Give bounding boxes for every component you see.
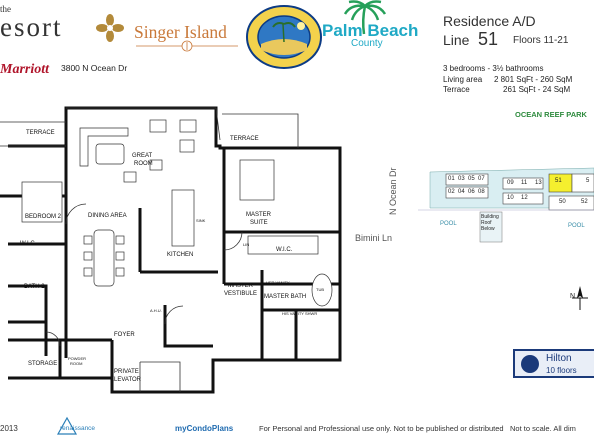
room-private-elevator-1: PRIVATE <box>114 369 139 375</box>
singer-island-logo: Singer Island <box>134 18 240 56</box>
palm-beach-title: Palm Beach <box>322 21 419 40</box>
unit-label: 10 <box>507 195 514 201</box>
palm-beach-county-logo: Palm Beach County <box>322 0 418 62</box>
floors-range: Floors 11-21 <box>513 35 569 46</box>
room-bedroom2: BEDROOM 2 <box>25 214 62 220</box>
unit-label: 07 <box>478 176 485 182</box>
street-bimini-ln: Bimini Ln <box>355 233 393 243</box>
room-wic-right: W.I.C. <box>276 247 293 253</box>
compass-north-label: N <box>570 293 576 300</box>
renaissance-logo-text: renaissance <box>60 425 96 432</box>
living-area-label: Living area <box>443 75 483 84</box>
pool-label: POOL <box>440 221 457 227</box>
bedrooms-count: 3 bedrooms - 3½ bathrooms <box>443 64 544 73</box>
compass-icon: N <box>566 284 594 314</box>
street-n-ocean-dr: N Ocean Dr <box>388 167 398 215</box>
pool-label: POOL <box>568 223 585 229</box>
unit-label: 09 <box>507 180 514 186</box>
copyright-year: 2013 <box>0 424 18 433</box>
room-terrace-right: TERRACE <box>230 136 259 142</box>
mycondoplans-link[interactable]: myCondoPlans <box>175 424 234 433</box>
resort-logo-the: the <box>0 4 11 14</box>
ocean-reef-park-label: OCEAN REEF PARK <box>515 110 587 119</box>
room-tub: TUB <box>316 287 324 292</box>
room-terrace-left: TERRACE <box>26 130 55 136</box>
room-sink: SINK <box>196 218 206 223</box>
room-great-room-1: GREAT <box>132 153 153 159</box>
hilton-floors: 10 floors <box>546 366 577 375</box>
room-kitchen: KITCHEN <box>167 252 193 258</box>
unit-label: 04 <box>458 189 465 195</box>
line-number: 51 <box>478 29 499 49</box>
unit-label: 02 <box>448 189 455 195</box>
room-ahu: A.H.U. <box>150 308 162 313</box>
room-master-suite-1: MASTER <box>246 212 272 218</box>
room-bath2: BATH 2 <box>24 284 45 290</box>
marriott-logo: Marriott <box>0 60 49 78</box>
room-master-vestibule-1: MASTER <box>228 283 254 289</box>
room-labels: TERRACE TERRACE GREAT ROOM BEDROOM 2 DIN… <box>20 130 324 383</box>
unit-label: 05 <box>468 176 475 182</box>
hilton-logo-icon <box>521 355 539 373</box>
room-powder-2: ROOM <box>70 361 82 366</box>
renaissance-logo: renaissance <box>56 416 126 438</box>
room-private-elevator-2: ELEVATOR <box>110 377 142 383</box>
room-storage: STORAGE <box>28 361 57 367</box>
room-shwr: SHWR <box>305 311 317 316</box>
living-area-value: 2 801 SqFt - 260 SqM <box>494 75 573 84</box>
disclaimer-text: For Personal and Professional use only. … <box>259 424 504 433</box>
unit-label: 50 <box>559 199 566 205</box>
unit-label: 06 <box>468 189 475 195</box>
resort-logo: the esort <box>0 4 92 48</box>
scale-note: Not to scale. All dim <box>510 424 576 433</box>
site-plan: 01 03 05 07 09 11 13 51 5 02 04 06 08 10… <box>418 162 594 244</box>
resort-flower-icon <box>96 14 124 42</box>
room-lin: LIN <box>243 242 249 247</box>
building-roof-label: Building Roof Below <box>481 214 499 232</box>
room-his-vanity: HIS VANITY <box>282 311 304 316</box>
unit-label: 01 <box>448 176 455 182</box>
unit-label: 52 <box>581 199 588 205</box>
room-wic-left: W.I.C. <box>20 241 37 247</box>
great-room-furniture-icon <box>21 119 333 307</box>
unit-label: 08 <box>478 189 485 195</box>
unit-label: 5 <box>586 178 590 184</box>
room-master-bath: MASTER BATH <box>264 294 306 300</box>
unit-label: 13 <box>535 180 542 186</box>
riviera-beach-seal <box>243 4 325 70</box>
unit-label: 11 <box>521 180 528 186</box>
line-label: Line <box>443 32 470 48</box>
terrace-label: Terrace <box>443 85 470 94</box>
room-dining: DINING AREA <box>88 213 127 219</box>
room-master-suite-2: SUITE <box>250 220 268 226</box>
singer-island-text: Singer Island <box>134 22 227 42</box>
terrace-value: 261 SqFt - 24 SqM <box>503 85 571 94</box>
room-great-room-2: ROOM <box>134 161 153 167</box>
unit-label: 03 <box>458 176 465 182</box>
palm-beach-subtitle: County <box>351 38 383 49</box>
room-powder-1: POWDER <box>68 356 86 361</box>
resort-logo-word: esort <box>0 12 63 42</box>
address: 3800 N Ocean Dr <box>61 63 128 73</box>
hilton-label: Hilton <box>546 353 572 364</box>
unit-label: 12 <box>521 195 528 201</box>
marriott-logo-text: Marriott <box>0 62 50 77</box>
room-foyer: FOYER <box>114 332 135 338</box>
floor-plan: TERRACE TERRACE GREAT ROOM BEDROOM 2 DIN… <box>0 100 350 395</box>
unit-label-highlighted: 51 <box>555 178 562 184</box>
residence-title: Residence A/D <box>443 13 536 29</box>
room-her-vanity: HER VANITY <box>266 280 290 285</box>
room-master-vestibule-2: VESTIBULE <box>224 291 257 297</box>
hilton-box: Hilton 10 floors <box>513 349 594 378</box>
